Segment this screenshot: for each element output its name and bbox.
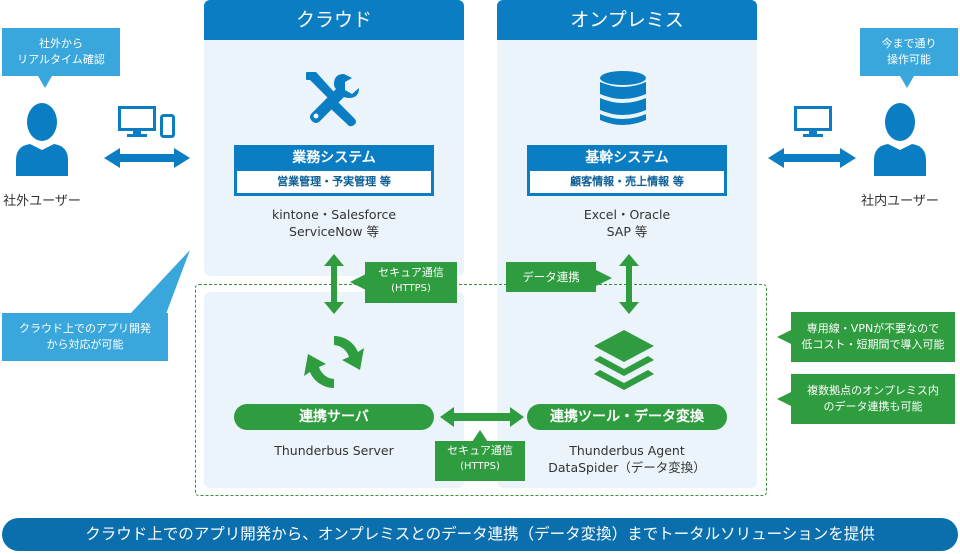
right-user-callout-pointer — [900, 76, 914, 88]
onprem-system-box: 基幹システム 顧客情報・売上情報 等 — [527, 145, 727, 196]
left-access-arrow — [104, 148, 190, 168]
tool-label: 連携ツール・データ変換 — [527, 404, 727, 430]
right-note-1-pointer — [777, 330, 791, 344]
left-user-label: 社外ユーザー — [3, 194, 81, 209]
secure-text: セキュア通信 — [378, 266, 444, 279]
right-callout-text: 操作可能 — [887, 53, 931, 66]
data-link-pointer — [596, 270, 612, 286]
tool-product-line: Thunderbus Agent — [569, 443, 685, 458]
onprem-products: Excel・Oracle SAP 等 — [527, 206, 727, 240]
secure-callout-top-pointer — [350, 274, 366, 290]
cloud-system-title: 業務システム — [292, 150, 376, 166]
onprem-header: オンプレミス — [497, 0, 757, 40]
right-note-2-pointer — [777, 392, 791, 406]
right-note-text: のデータ連携も可能 — [823, 400, 923, 413]
smartphone-icon — [160, 114, 175, 138]
tool-product-line: DataSpider（データ変換） — [548, 460, 706, 475]
footer-banner: クラウド上でのアプリ開発から、オンプレミスとのデータ連携（データ変換）までトータ… — [2, 518, 958, 551]
secure-callout-bottom: セキュア通信 (HTTPS) — [435, 441, 525, 481]
user-icon — [874, 103, 926, 176]
right-note-1: 専用線・VPNが不要なので 低コスト・短期間で導入可能 — [791, 312, 955, 362]
right-note-2: 複数拠点のオンプレミス内 のデータ連携も可能 — [791, 374, 955, 424]
wrench-screwdriver-icon — [306, 72, 359, 127]
onprem-system-title: 基幹システム — [585, 150, 669, 166]
data-link-text: データ連携 — [522, 270, 580, 284]
database-icon — [600, 71, 646, 125]
server-label: 連携サーバ — [234, 404, 434, 430]
cloud-vertical-arrow — [324, 254, 344, 314]
server-product: Thunderbus Server — [234, 442, 434, 459]
right-user-callout: 今まで通り 操作可能 — [860, 28, 958, 76]
secure-text: (HTTPS) — [460, 461, 500, 472]
left-user-callout: 社外から リアルタイム確認 — [2, 28, 120, 76]
onprem-system-sub: 顧客情報・売上情報 等 — [530, 171, 724, 193]
monitor-icon — [794, 106, 832, 137]
server-product-text: Thunderbus Server — [274, 443, 394, 458]
secure-callout-top: セキュア通信 (HTTPS) — [365, 262, 457, 303]
onprem-product-line: Excel・Oracle — [583, 207, 671, 222]
secure-text: (HTTPS) — [391, 283, 431, 294]
secure-callout-bottom-pointer — [472, 430, 488, 442]
cloud-dev-text: から対応が可能 — [46, 338, 124, 351]
cloud-dev-text: クラウド上でのアプリ開発 — [19, 322, 151, 335]
server-tool-arrow — [440, 407, 524, 427]
cloud-product-line: ServiceNow 等 — [289, 224, 379, 239]
left-user-callout-pointer — [38, 76, 52, 88]
cloud-dev-callout-pointer — [130, 250, 190, 314]
onprem-product-line: SAP 等 — [606, 224, 648, 239]
monitor-icon — [118, 106, 156, 137]
tool-products: Thunderbus Agent DataSpider（データ変換） — [527, 442, 727, 476]
right-note-text: 複数拠点のオンプレミス内 — [807, 384, 939, 397]
user-icon — [16, 103, 68, 176]
left-callout-text: 社外から — [39, 37, 83, 50]
onprem-vertical-arrow — [619, 254, 639, 314]
cloud-product-line: kintone・Salesforce — [271, 207, 397, 222]
sync-arrows-icon — [304, 336, 364, 388]
right-note-text: 専用線・VPNが不要なので — [806, 322, 940, 335]
cloud-products: kintone・Salesforce ServiceNow 等 — [234, 206, 434, 240]
right-callout-text: 今まで通り — [881, 37, 937, 50]
cloud-dev-callout: クラウド上でのアプリ開発 から対応が可能 — [2, 313, 168, 361]
cloud-system-box: 業務システム 営業管理・予実管理 等 — [234, 145, 434, 196]
cloud-system-sub: 営業管理・予実管理 等 — [237, 171, 431, 193]
layers-icon — [594, 330, 654, 390]
integration-frame — [195, 284, 767, 496]
right-user-label: 社内ユーザー — [861, 194, 939, 209]
right-note-text: 低コスト・短期間で導入可能 — [801, 338, 945, 351]
cloud-panel-lower — [204, 292, 464, 488]
data-link-callout: データ連携 — [506, 262, 596, 292]
left-callout-text: リアルタイム確認 — [17, 53, 105, 66]
cloud-panel: クラウド — [204, 0, 464, 276]
cloud-header: クラウド — [204, 0, 464, 40]
right-access-arrow — [768, 148, 856, 168]
secure-text: セキュア通信 — [447, 444, 513, 457]
